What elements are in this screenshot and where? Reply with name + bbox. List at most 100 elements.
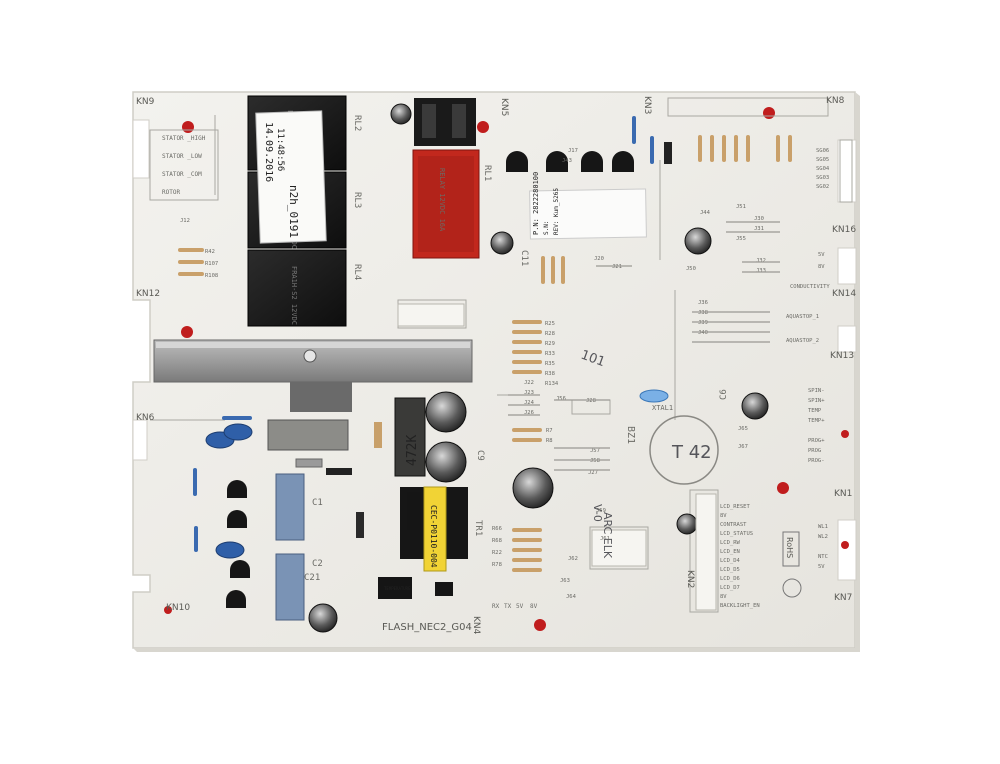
silk-label: R33 xyxy=(545,351,555,357)
silk-label: J36 xyxy=(698,300,708,306)
kn4-label: TX xyxy=(504,603,512,610)
sticker-code: n2h_0191 xyxy=(287,185,300,238)
kn9-label: STATOR _LOW xyxy=(162,153,202,160)
label-kn16: KN16 xyxy=(832,225,856,235)
kn4-pin-labels: RX TX 5V 8V xyxy=(492,603,538,610)
tr-marking: CEC-P0110-004 xyxy=(429,505,438,568)
label-c6: C6 xyxy=(719,389,729,400)
silk-label: J67 xyxy=(738,444,748,450)
board-name: FLASH_NEC2_G04 xyxy=(382,622,472,633)
silk-label: R66 xyxy=(492,526,502,532)
kn1-label: SPIN+ xyxy=(808,398,825,404)
label-kn2: KN2 xyxy=(685,570,695,588)
silk-label: J55 xyxy=(736,236,746,242)
svg-text:FRA1H-S2 12VDC: FRA1H-S2 12VDC xyxy=(290,266,298,325)
kn13-label: AQUASTOP_2 xyxy=(786,338,819,344)
kn8-label: SG06 xyxy=(816,148,829,154)
kn13-label: AQUASTOP_1 xyxy=(786,314,819,320)
silk-label: J58 xyxy=(590,458,600,464)
kn9-label: ROTOR xyxy=(162,189,180,196)
silk-label: J43 xyxy=(562,158,572,164)
relay-rl1: RELAY 12VDC 16A RL1 xyxy=(412,149,492,259)
label-c1: C1 xyxy=(312,498,323,508)
kn8-label: SG03 xyxy=(816,175,829,181)
silk-label: R25 xyxy=(545,321,555,327)
kn7-label: WL1 xyxy=(818,524,828,530)
jumper-wires xyxy=(508,221,780,471)
kn7-label: 5V xyxy=(818,564,825,570)
kn4-label: RX xyxy=(492,603,500,610)
part-label: P.N: 2822280100 S.N: REV: Kum_5265 xyxy=(529,172,647,240)
kn7-label: NTC xyxy=(818,554,828,560)
label-kn5: KN5 xyxy=(499,98,509,116)
kn9-pin-labels: STATOR _HIGH STATOR _LOW STATOR _COM ROT… xyxy=(162,135,206,196)
kn1-label: PROG- xyxy=(808,458,825,464)
silk-label: J27 xyxy=(588,470,598,476)
silk-label: R68 xyxy=(492,538,502,544)
label-kn7: KN7 xyxy=(834,593,852,603)
silk-label: J23 xyxy=(524,390,534,396)
silk-label: R107 xyxy=(205,261,218,267)
sticker-time: 11:48:56 xyxy=(275,128,285,171)
label-pn: P.N: 2822280100 xyxy=(532,172,540,235)
handwritten-3: V-0 xyxy=(591,504,604,522)
cap-marking: 472K xyxy=(405,435,420,466)
silk-label: J40 xyxy=(698,330,708,336)
silk-component-labels: R25R28R29R33R35R38R134R42R107R108R7R8R66… xyxy=(180,148,766,600)
silk-label: J20 xyxy=(594,256,604,262)
silk-label: R35 xyxy=(545,361,555,367)
silk-label: J22 xyxy=(524,380,534,386)
label-c21: C21 xyxy=(304,573,320,583)
silk-label: R8 xyxy=(546,438,553,444)
silk-label: J50 xyxy=(686,266,696,272)
silk-label: J57 xyxy=(590,448,600,454)
kn8-label: SG04 xyxy=(816,166,830,172)
film-capacitor xyxy=(267,419,349,451)
silk-label: R29 xyxy=(545,341,555,347)
silk-label: J64 xyxy=(566,594,577,600)
kn1-label: TEMP xyxy=(808,408,822,414)
kn2-label: CONTRAST xyxy=(720,522,747,528)
silk-label: J32 xyxy=(756,258,766,264)
black-connector xyxy=(414,98,476,146)
silk-label: J65 xyxy=(738,426,748,432)
connector-labels: KN9 KN12 KN6 KN10 KN5 KN3 KN8 KN16 KN14 … xyxy=(136,96,856,635)
kn2-label: LCD_D4 xyxy=(720,558,741,564)
silk-label: R7 xyxy=(546,428,553,434)
silk-label: J56 xyxy=(556,396,566,402)
silk-label: R28 xyxy=(545,331,555,337)
handwritten-4: ARC ELK xyxy=(601,512,614,559)
resistor-array xyxy=(178,116,792,572)
label-kn8: KN8 xyxy=(826,96,845,106)
kn2-label: LCD_RW xyxy=(720,540,741,546)
label-kn6: KN6 xyxy=(136,413,155,423)
label-tr1: TR1 xyxy=(473,520,483,536)
kn2-label: LCD_D6 xyxy=(720,576,740,582)
kn1-label: TEMP+ xyxy=(808,418,825,424)
relay-labels: RL2 RL3 RL4 xyxy=(352,115,362,280)
kn8-label: SG02 xyxy=(816,184,829,190)
silk-label: J44 xyxy=(700,210,711,216)
buzzer-outline xyxy=(649,415,719,485)
kn2-label: LCD_RESET xyxy=(720,504,750,510)
electrolytic-capacitors: C11 C6 C9 C21 xyxy=(304,103,769,633)
diodes xyxy=(295,142,672,538)
label-kn1: KN1 xyxy=(834,489,852,499)
label-rev: REV: Kum_5265 xyxy=(553,188,560,235)
silk-label: R38 xyxy=(545,371,555,377)
blue-capacitors: C1 C2 xyxy=(275,473,323,621)
kn4-label: 8V xyxy=(530,603,538,610)
silk-label: J51 xyxy=(736,204,746,210)
kn2-label: 8V xyxy=(720,513,727,519)
rohs-mark: RoHS xyxy=(782,531,802,598)
label-kn12: KN12 xyxy=(136,289,160,299)
label-bz1: BZ1 xyxy=(625,426,636,444)
transistors xyxy=(226,151,634,608)
silk-label: J26 xyxy=(524,410,534,416)
silk-label: J24 xyxy=(524,400,535,406)
label-kn4: KN4 xyxy=(471,616,481,635)
kn14-label: CONDUCTIVITY xyxy=(790,284,830,290)
handwritten-marks: 101 T 42 V-0 ARC ELK xyxy=(579,348,712,559)
silk-label: J38 xyxy=(698,310,708,316)
